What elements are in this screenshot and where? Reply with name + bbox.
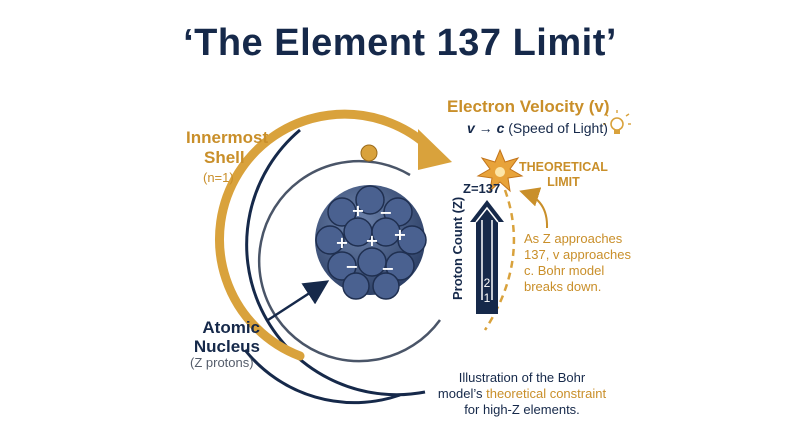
atomic-nucleus-label: Atomic Nucleus <box>193 318 260 356</box>
z-limit-label: Z=137 <box>463 181 501 196</box>
dashed-trajectory <box>483 189 516 331</box>
nucleus-sub-label: (Z protons) <box>190 355 254 370</box>
inner-orbit <box>257 159 442 363</box>
plus-sign: + <box>351 201 364 220</box>
velocity-subtitle: v → c (Speed of Light) <box>467 120 608 136</box>
diagram-caption: Illustration of the Bohr model’s theoret… <box>437 370 607 417</box>
minus-sign: − <box>345 257 358 276</box>
nucleus-cluster: + − + + + − − <box>315 185 427 300</box>
shell-arrowhead <box>418 129 452 170</box>
proton-axis-label: Proton Count (Z) <box>450 197 465 300</box>
limit-note: As Z approaches 137, v approaches c. Boh… <box>524 231 631 294</box>
velocity-label: Electron Velocity (v) <box>447 97 610 116</box>
light-bulb-icon <box>603 110 631 134</box>
star-burst-icon <box>476 148 524 193</box>
nucleus-pointer-arrow <box>267 280 330 322</box>
plus-sign: + <box>365 231 378 250</box>
minus-sign: − <box>379 203 392 222</box>
arrow-label-2: 2 <box>484 276 491 290</box>
page-title: ‘The Element 137 Limit’ <box>183 22 617 64</box>
plus-sign: + <box>393 225 406 244</box>
shell-n-label: (n=1) <box>203 170 234 185</box>
theoretical-limit-label: THEORETICAL LIMIT <box>519 160 608 189</box>
innermost-shell-arc <box>215 109 435 361</box>
note-pointer-arrow <box>519 187 549 229</box>
plus-sign: + <box>335 233 348 252</box>
proton-count-arrow <box>470 200 504 314</box>
outer-orbit-arc-2 <box>243 349 401 405</box>
electron-dot <box>360 144 378 162</box>
arrow-label-1: 1 <box>484 291 491 305</box>
minus-sign: − <box>381 259 394 278</box>
outer-orbit-arc <box>245 128 426 397</box>
innermost-shell-label: Innermost Shell <box>186 128 269 167</box>
